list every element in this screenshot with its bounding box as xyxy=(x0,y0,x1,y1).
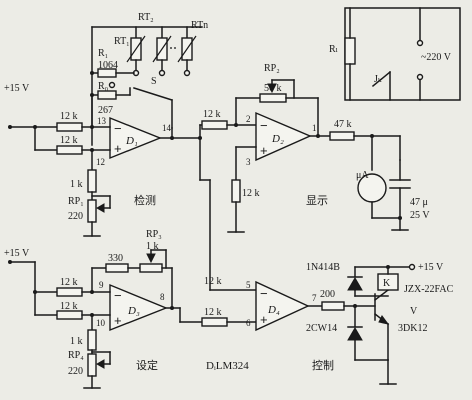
label-pin3: 3 xyxy=(246,157,251,167)
label-12k-c: 12 k xyxy=(203,109,221,120)
label-pin14: 14 xyxy=(162,123,172,133)
label-zener: 2CW14 xyxy=(306,323,337,334)
section-set: 设定 xyxy=(136,358,158,372)
label-rp2-value: 56 k xyxy=(264,83,282,94)
section-display: 显示 xyxy=(306,194,328,207)
label-rp4: RP₄ xyxy=(68,350,84,361)
label-rp3: RP₃ xyxy=(146,229,162,240)
label-mains: ~220 V xyxy=(421,52,452,63)
label-relay-k: K xyxy=(383,278,391,289)
d3-network xyxy=(9,249,257,389)
label-pin1: 1 xyxy=(312,123,317,133)
label-rl: Rₗ xyxy=(329,44,338,55)
label-rp2: RP₂ xyxy=(264,63,280,74)
label-pin9: 9 xyxy=(99,280,104,290)
label-d2: D₂ xyxy=(271,133,284,145)
label-switch-s: S xyxy=(151,76,157,87)
label-plus15-right: +15 V xyxy=(418,262,444,273)
label-12k-b: 12 k xyxy=(60,135,78,146)
label-pin10: 10 xyxy=(96,318,106,328)
op-amp-d1: − + xyxy=(109,116,162,160)
label-12k-f: 12 k xyxy=(60,301,78,312)
label-330: 330 xyxy=(108,253,123,264)
label-d3: D₃ xyxy=(127,305,140,317)
label-pin7: 7 xyxy=(312,293,317,303)
label-12k-g: 12 k xyxy=(204,276,222,287)
label-plus15-bottom: +15 V xyxy=(4,248,30,259)
svg-text:+: + xyxy=(260,143,268,158)
label-pin13: 13 xyxy=(97,116,107,126)
label-pin2: 2 xyxy=(246,114,251,124)
reference-resistors xyxy=(90,68,135,100)
label-1k-a: 1 k xyxy=(70,179,83,190)
svg-text:−: − xyxy=(114,121,122,136)
thermistor-bank xyxy=(91,26,203,146)
d1-input-network xyxy=(9,94,111,237)
svg-text:+: + xyxy=(114,141,122,156)
label-12k-a: 12 k xyxy=(60,111,78,122)
d2-network xyxy=(227,79,411,233)
op-amp-d2: − + xyxy=(255,111,312,162)
label-d1: D₁ xyxy=(125,135,138,147)
label-r0: R₀ xyxy=(98,81,109,92)
label-pin5: 5 xyxy=(246,280,251,290)
section-control: 控制 xyxy=(312,358,334,372)
label-cap-voltage: 25 V xyxy=(410,210,430,221)
label-rp3-value: 1 k xyxy=(146,241,159,252)
section-chip: DᵢLM324 xyxy=(206,360,249,372)
label-r1-value: 1064 xyxy=(98,60,118,71)
label-12k-e: 12 k xyxy=(60,277,78,288)
label-d4: D₄ xyxy=(267,304,280,316)
label-pin12: 12 xyxy=(96,157,105,167)
label-r0-value: 267 xyxy=(98,105,113,116)
label-rtn: RTn xyxy=(191,20,208,31)
svg-text:−: − xyxy=(260,118,268,133)
label-rt2: RT₂ xyxy=(138,12,154,23)
label-r1: R₁ xyxy=(98,48,108,59)
section-detect: 检测 xyxy=(134,193,156,207)
d4-control-stage xyxy=(307,263,416,385)
label-47k: 47 k xyxy=(334,119,352,130)
label-v: V xyxy=(410,306,418,317)
svg-text:+: + xyxy=(114,313,122,328)
label-pin8: 8 xyxy=(160,292,165,302)
svg-text:−: − xyxy=(260,286,268,301)
op-amp-d4: − + xyxy=(255,280,310,332)
svg-text:−: − xyxy=(114,288,122,303)
svg-text:+: + xyxy=(260,312,268,327)
label-12k-h: 12 k xyxy=(204,307,222,318)
label-rp1-value: 220 xyxy=(68,211,83,222)
label-200: 200 xyxy=(320,289,335,300)
label-12k-d: 12 k xyxy=(242,188,260,199)
label-jk: Jₖ xyxy=(374,74,382,85)
label-rt1: RT₁ xyxy=(114,36,130,47)
relay-load-box xyxy=(344,7,461,101)
label-diode-1n414b: 1N414B xyxy=(306,262,340,273)
label-rp4-value: 220 xyxy=(68,366,83,377)
label-plus15-top: +15 V xyxy=(4,83,30,94)
label-microamp: μA xyxy=(356,170,369,181)
label-relay-type: JZX-22FAC xyxy=(404,284,454,295)
op-amp-d3: − + xyxy=(109,283,168,332)
label-cap-value: 47 μ xyxy=(410,197,428,208)
label-rp1: RP₁ xyxy=(68,196,84,207)
label-1k-b: 1 k xyxy=(70,336,83,347)
d1-output-wire xyxy=(159,120,257,291)
label-transistor: 3DK12 xyxy=(398,323,427,334)
label-pin6: 6 xyxy=(246,318,251,328)
